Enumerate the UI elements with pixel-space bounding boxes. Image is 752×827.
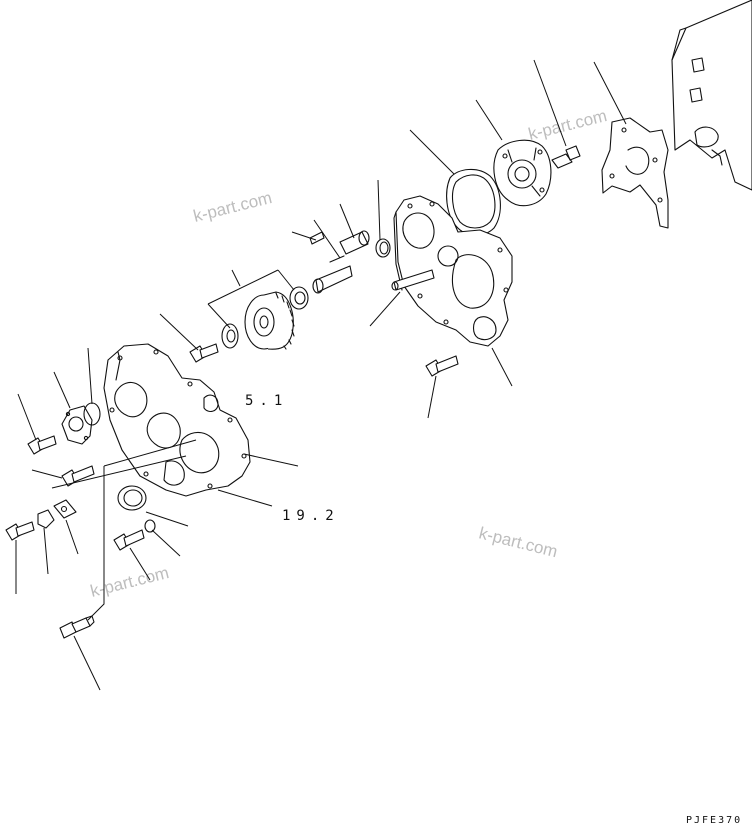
gear-shaft[interactable] <box>312 230 370 294</box>
housing-gasket[interactable] <box>446 168 501 236</box>
oil-seal[interactable] <box>117 485 147 511</box>
leader-lines <box>15 59 627 691</box>
engine-block[interactable] <box>671 0 752 191</box>
clip[interactable] <box>37 509 55 529</box>
roll-pin[interactable] <box>309 231 325 245</box>
plate-bolt[interactable] <box>551 145 581 169</box>
cover-bolt-lower[interactable] <box>113 529 145 551</box>
seal-ring[interactable] <box>375 238 391 258</box>
watermark-2: k-part.com <box>526 106 609 144</box>
clamp-bracket[interactable] <box>53 499 77 519</box>
pump-cover[interactable] <box>61 405 93 445</box>
watermark-1: k-part.com <box>191 188 274 226</box>
front-gear-cover[interactable] <box>103 343 251 497</box>
watermark-3: k-part.com <box>477 523 560 561</box>
small-washer[interactable] <box>144 519 156 533</box>
thrust-washer[interactable] <box>221 323 239 349</box>
pump-housing[interactable] <box>493 139 552 207</box>
idler-gear[interactable] <box>244 291 295 350</box>
bracket-bolt[interactable] <box>61 465 95 487</box>
callout-5-1: 5.1 <box>245 393 288 409</box>
gear-case-rear[interactable] <box>393 195 513 347</box>
gear-bolt[interactable] <box>189 343 219 363</box>
sensor[interactable] <box>59 615 95 639</box>
dowel-pin[interactable] <box>391 269 435 291</box>
callout-19-2: 19.2 <box>282 508 340 524</box>
pump-cover-bolt[interactable] <box>27 435 57 455</box>
drawing-code: PJFE370 <box>686 815 742 826</box>
case-bolt[interactable] <box>425 355 459 377</box>
front-bolt[interactable] <box>5 521 35 541</box>
rear-plate[interactable] <box>601 117 669 229</box>
bearing[interactable] <box>289 286 309 310</box>
watermark-4: k-part.com <box>88 563 171 601</box>
